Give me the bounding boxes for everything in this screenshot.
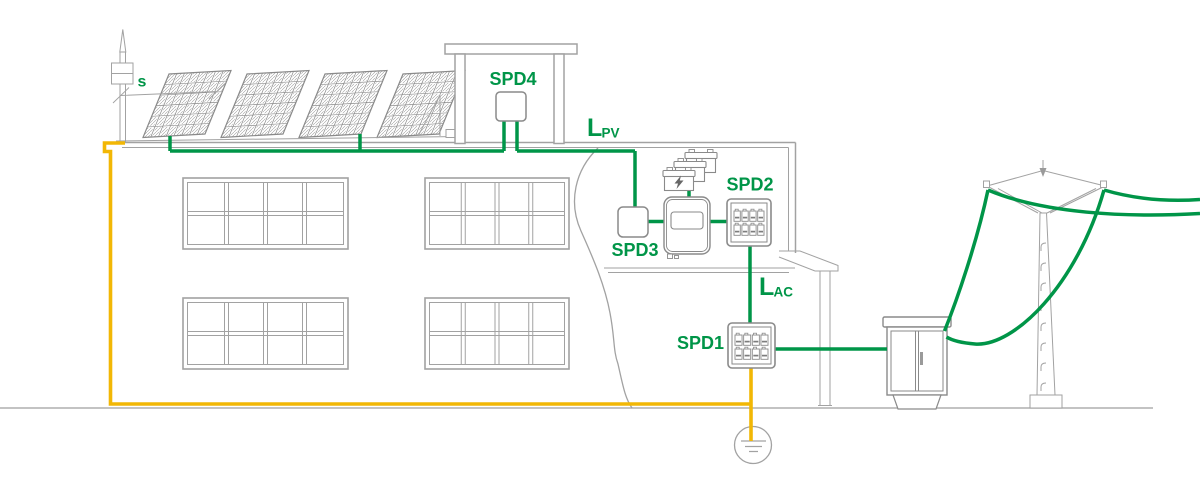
window <box>182 297 349 370</box>
separation-distance-label: s <box>138 74 147 91</box>
breaker-module <box>743 332 752 346</box>
breaker-module <box>741 222 749 236</box>
utility-pole <box>983 160 1107 409</box>
ac-line <box>748 246 887 351</box>
breaker-module <box>749 208 757 222</box>
pv-dc-line <box>168 121 637 207</box>
solar-panel <box>220 69 310 139</box>
panel-mounting-structure <box>115 94 463 142</box>
solar-array <box>142 69 466 139</box>
window <box>424 177 570 250</box>
distribution-cabinet <box>882 316 952 410</box>
breaker-module <box>751 346 760 360</box>
battery-stack <box>662 149 718 192</box>
window <box>424 297 570 370</box>
breaker-module <box>734 332 743 346</box>
lpv-label-sub: PV <box>602 126 620 141</box>
spd1-label: SPD1 <box>677 333 724 353</box>
solar-panel <box>298 69 388 139</box>
lpv-label-letter: L <box>587 114 602 142</box>
grounding-conductor <box>102 141 753 441</box>
breaker-module <box>757 208 765 222</box>
breaker-module <box>757 222 765 236</box>
cutaway-curve <box>573 147 633 409</box>
lac-label-sub: AC <box>774 285 794 300</box>
inverter-display <box>670 211 704 230</box>
breaker-module <box>733 222 741 236</box>
building-windows <box>182 177 570 370</box>
breaker-module <box>751 332 760 346</box>
breaker-module <box>741 208 749 222</box>
solar-panel <box>142 69 232 139</box>
lightning-rod <box>111 29 134 143</box>
cabinet-handle <box>920 352 923 365</box>
breaker-module <box>760 332 769 346</box>
spd1-distribution-board <box>727 322 776 369</box>
window <box>182 177 349 250</box>
breaker-module <box>743 346 752 360</box>
separation-dimension-line <box>112 83 226 104</box>
battery-flash-icon <box>674 175 684 189</box>
earth-electrode-symbol <box>733 425 773 465</box>
battery <box>662 167 696 192</box>
spd4-label: SPD4 <box>489 69 536 89</box>
breaker-module <box>734 346 743 360</box>
breaker-module <box>733 208 741 222</box>
inverter <box>663 196 711 259</box>
rooftop-frame <box>444 43 578 145</box>
lac-label-letter: L <box>759 273 774 301</box>
spd4-box <box>495 91 527 122</box>
building-annex <box>604 142 839 406</box>
overhead-wires <box>942 188 1200 346</box>
spd3-box <box>617 206 649 238</box>
solar-panel <box>376 69 466 139</box>
spd2-label: SPD2 <box>726 175 773 195</box>
spd3-label: SPD3 <box>611 240 658 260</box>
spd2-distribution-board <box>726 198 772 247</box>
breaker-module <box>749 222 757 236</box>
breaker-module <box>760 346 769 360</box>
